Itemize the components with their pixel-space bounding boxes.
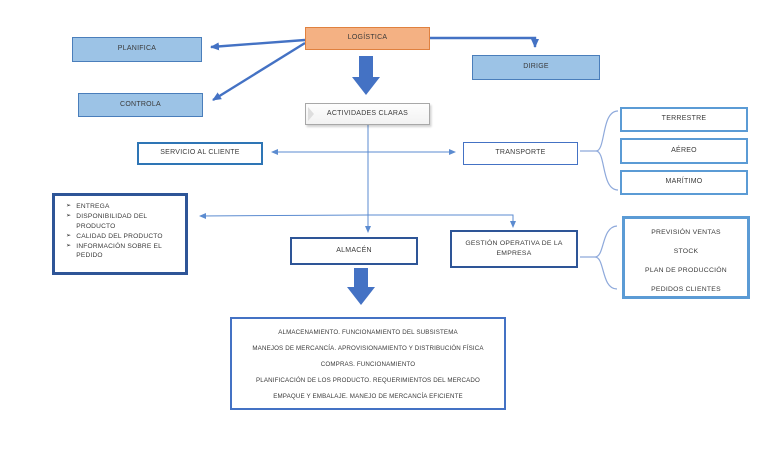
arrow-branch-gestion: [368, 214, 516, 228]
node-controla: CONTROLA: [78, 93, 203, 117]
bullet-arrow-icon: ➢: [66, 232, 72, 239]
stack-line: PLANIFICACIÓN DE LOS PRODUCTO. REQUERIMI…: [256, 377, 480, 384]
list-item: ➢ INFORMACIÓN SOBRE EL PEDIDO: [66, 242, 172, 260]
node-terrestre-label: TERRESTRE: [661, 115, 707, 123]
stack-line: STOCK: [673, 248, 699, 255]
node-planifica-label: PLANIFICA: [117, 45, 157, 53]
list-item-label: INFORMACIÓN SOBRE EL PEDIDO: [76, 243, 162, 260]
stack-line: PREVISIÓN VENTAS: [651, 229, 721, 236]
stack-line: ALMACENAMIENTO. FUNCIONAMIENTO DEL SUBSI…: [278, 329, 458, 336]
node-terrestre: TERRESTRE: [620, 107, 748, 132]
node-actividades-label: ACTIVIDADES CLARAS: [326, 109, 409, 117]
arrow-branch-cliente: [199, 212, 369, 219]
node-maritimo: MARÍTIMO: [620, 170, 748, 195]
node-aereo-label: AÉREO: [671, 146, 697, 154]
node-servicio-label: SERVICIO AL CLIENTE: [160, 149, 240, 157]
list-item-label: CALIDAD DEL PRODUCTO: [76, 232, 163, 240]
block-arrow-almacen-detalle: [347, 268, 375, 305]
node-aereo: AÉREO: [620, 138, 748, 164]
node-gestion-operativa: GESTIÓN OPERATIVA DE LA EMPRESA: [450, 230, 578, 268]
brace-gestion-items: [580, 225, 618, 290]
node-dirige: DIRIGE: [472, 55, 600, 80]
block-arrow-logistica-actividades: [352, 56, 380, 95]
bullet-arrow-icon: ➢: [66, 213, 72, 220]
node-actividades-claras: ACTIVIDADES CLARAS: [305, 103, 430, 125]
bullet-arrow-icon: ➢: [66, 243, 72, 250]
node-transporte: TRANSPORTE: [463, 142, 578, 165]
stack-line: PLAN DE PRODUCCIÓN: [645, 267, 727, 274]
list-item: ➢ CALIDAD DEL PRODUCTO: [66, 232, 172, 241]
node-transporte-label: TRANSPORTE: [495, 149, 546, 157]
node-planifica: PLANIFICA: [72, 37, 202, 62]
stack-line: PEDIDOS CLIENTES: [651, 286, 721, 293]
bullet-arrow-icon: ➢: [66, 203, 72, 209]
node-almacen-detalle: ALMACENAMIENTO. FUNCIONAMIENTO DEL SUBSI…: [230, 317, 506, 410]
arrow-logistica-controla: [212, 41, 306, 102]
list-item-label: ENTREGA: [76, 203, 110, 210]
node-gestion-items: PREVISIÓN VENTAS STOCK PLAN DE PRODUCCIÓ…: [622, 216, 750, 299]
stack-line: EMPAQUE Y EMBALAJE. MANEJO DE MERCANCÍA …: [273, 393, 463, 400]
node-servicio-al-cliente: SERVICIO AL CLIENTE: [137, 142, 263, 165]
brace-transporte-modos: [580, 110, 619, 191]
node-servicio-items: ➢ ENTREGA ➢ DISPONIBILIDAD DEL PRODUCTO …: [52, 193, 188, 275]
stack-line: COMPRAS. FUNCIONAMIENTO: [320, 361, 416, 368]
stack-line: MANEJOS DE MERCANCÍA. APROVISIONAMIENTO …: [252, 345, 484, 352]
node-almacen-label: ALMACÉN: [336, 246, 372, 254]
node-dirige-label: DIRIGE: [523, 63, 549, 71]
node-logistica-label: LOGÍSTICA: [347, 34, 388, 42]
node-controla-label: CONTROLA: [120, 100, 161, 108]
node-almacen: ALMACÉN: [290, 237, 418, 265]
list-item: ➢ ENTREGA: [66, 202, 172, 211]
node-maritimo-label: MARÍTIMO: [665, 178, 703, 186]
servicio-items-list: ➢ ENTREGA ➢ DISPONIBILIDAD DEL PRODUCTO …: [55, 196, 176, 261]
arrow-logistica-planifica: [210, 38, 306, 51]
list-item-label: DISPONIBILIDAD DEL PRODUCTO: [76, 213, 148, 230]
node-logistica: LOGÍSTICA: [305, 27, 430, 50]
list-item: ➢ DISPONIBILIDAD DEL PRODUCTO: [66, 212, 172, 230]
node-gestion-label: GESTIÓN OPERATIVA DE LA EMPRESA: [465, 239, 563, 257]
arrow-logistica-dirige: [430, 36, 539, 48]
